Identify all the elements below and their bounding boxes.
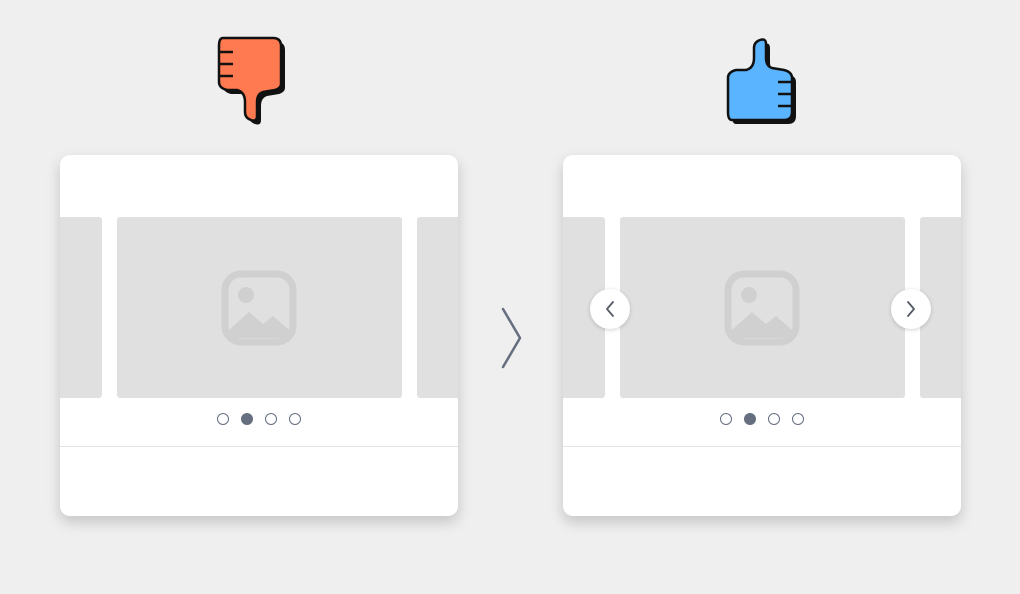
- pagination-dot-active[interactable]: [744, 413, 756, 425]
- carousel-slide-current[interactable]: [117, 217, 402, 398]
- carousel-prev-button[interactable]: [590, 289, 630, 329]
- pagination-dot[interactable]: [217, 413, 229, 425]
- thumbs-up-icon: [726, 38, 796, 124]
- thumbs-down-icon: [217, 36, 285, 125]
- pagination-dot[interactable]: [289, 413, 301, 425]
- pagination-dots: [60, 413, 458, 425]
- chevron-right-icon: [501, 307, 522, 369]
- divider: [60, 446, 458, 447]
- pagination-dots: [563, 413, 961, 425]
- pagination-dot-active[interactable]: [241, 413, 253, 425]
- carousel-card-bad: [60, 155, 458, 516]
- image-placeholder-icon: [221, 270, 297, 346]
- carousel-slide-previous[interactable]: [60, 217, 102, 398]
- carousel-slide-current[interactable]: [620, 217, 905, 398]
- carousel-card-good: [563, 155, 961, 516]
- carousel-next-button[interactable]: [891, 289, 931, 329]
- pagination-dot[interactable]: [265, 413, 277, 425]
- chevron-right-icon: [907, 301, 915, 317]
- chevron-left-icon: [606, 301, 614, 317]
- pagination-dot[interactable]: [792, 413, 804, 425]
- image-placeholder-icon: [724, 270, 800, 346]
- pagination-dot[interactable]: [768, 413, 780, 425]
- pagination-dot[interactable]: [720, 413, 732, 425]
- divider: [563, 446, 961, 447]
- carousel-slide-next[interactable]: [417, 217, 458, 398]
